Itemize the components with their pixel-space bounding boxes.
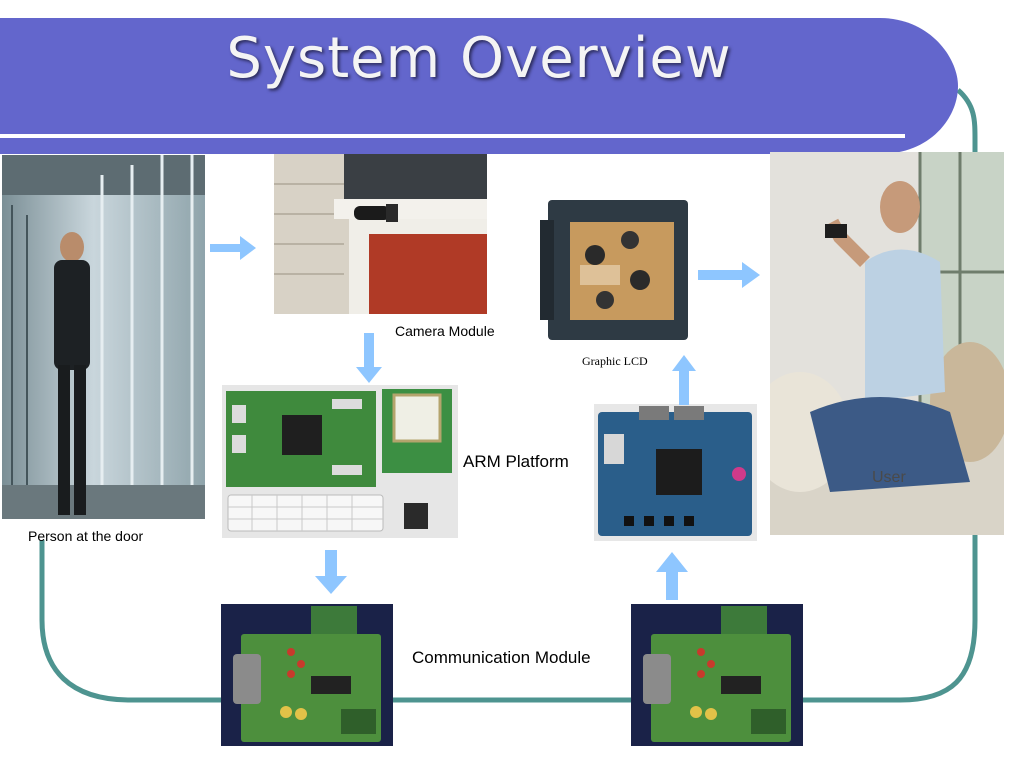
arrow-camera-to-arm [356,333,382,383]
person-at-door-image [2,155,205,519]
page-title: System Overview [226,26,732,91]
arrow-communication-to-board [656,552,688,600]
arrow-arm-to-communication [315,550,347,594]
user-image [770,152,1004,535]
person-at-door-label: Person at the door [28,528,144,544]
display-controller-board-image [594,404,757,541]
arrow-board-to-lcd [672,355,696,405]
communication-module-right-image [631,604,803,746]
title-banner [0,18,958,154]
arrow-lcd-to-user [698,262,760,288]
communication-module-left-image [221,604,393,746]
user-label: User [872,469,906,486]
arm-platform-label: ARM Platform [463,452,569,471]
arm-platform-image [222,385,458,538]
communication-module-label: Communication Module [412,648,591,667]
camera-image [274,154,487,314]
camera-module-label: Camera Module [395,323,495,339]
graphic-lcd-label: Graphic LCD [582,354,648,368]
arrow-person-to-camera [210,236,256,260]
graphic-lcd-image [540,200,690,342]
